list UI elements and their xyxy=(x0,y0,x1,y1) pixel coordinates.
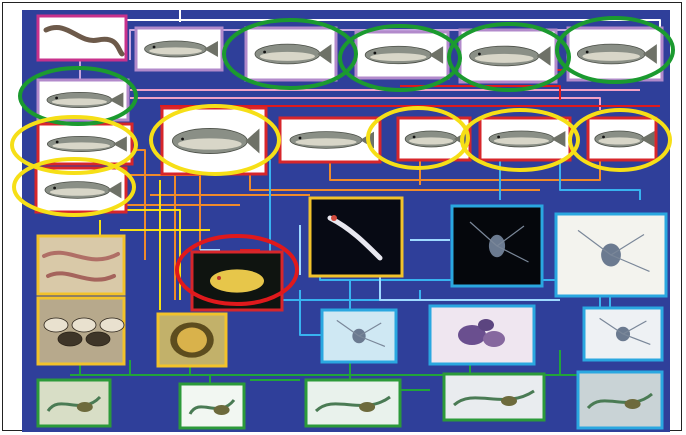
rotifer-cluster-card xyxy=(430,306,534,364)
amphipod-card xyxy=(192,252,282,310)
filament-card xyxy=(180,384,244,428)
char-card xyxy=(38,80,128,120)
perch-card xyxy=(280,118,380,162)
cercopagis-card xyxy=(556,214,666,296)
bythotrephes-card xyxy=(452,206,542,286)
daphnia-card xyxy=(322,310,396,362)
amphipod-icon xyxy=(210,269,264,292)
oligochaete-card xyxy=(38,236,124,294)
salmon-card-2 xyxy=(568,28,662,80)
mysis-card xyxy=(310,198,402,276)
flagellate-card xyxy=(444,374,544,420)
mussel-card xyxy=(38,298,124,364)
ciliate-card xyxy=(578,372,662,428)
cisco-card xyxy=(588,118,656,160)
copepod-card xyxy=(584,308,662,360)
trout-card-2 xyxy=(460,30,556,82)
alewife-card xyxy=(480,118,570,160)
clam-card xyxy=(158,314,226,366)
diatom-card xyxy=(38,380,110,426)
salmon-card xyxy=(356,32,448,78)
clam-icon xyxy=(170,322,214,357)
whitefish-card xyxy=(162,108,266,174)
spiral-algae-card xyxy=(306,380,400,426)
burbot-card xyxy=(136,28,222,70)
lamprey-card xyxy=(38,16,126,60)
trout-card-1 xyxy=(246,28,336,80)
